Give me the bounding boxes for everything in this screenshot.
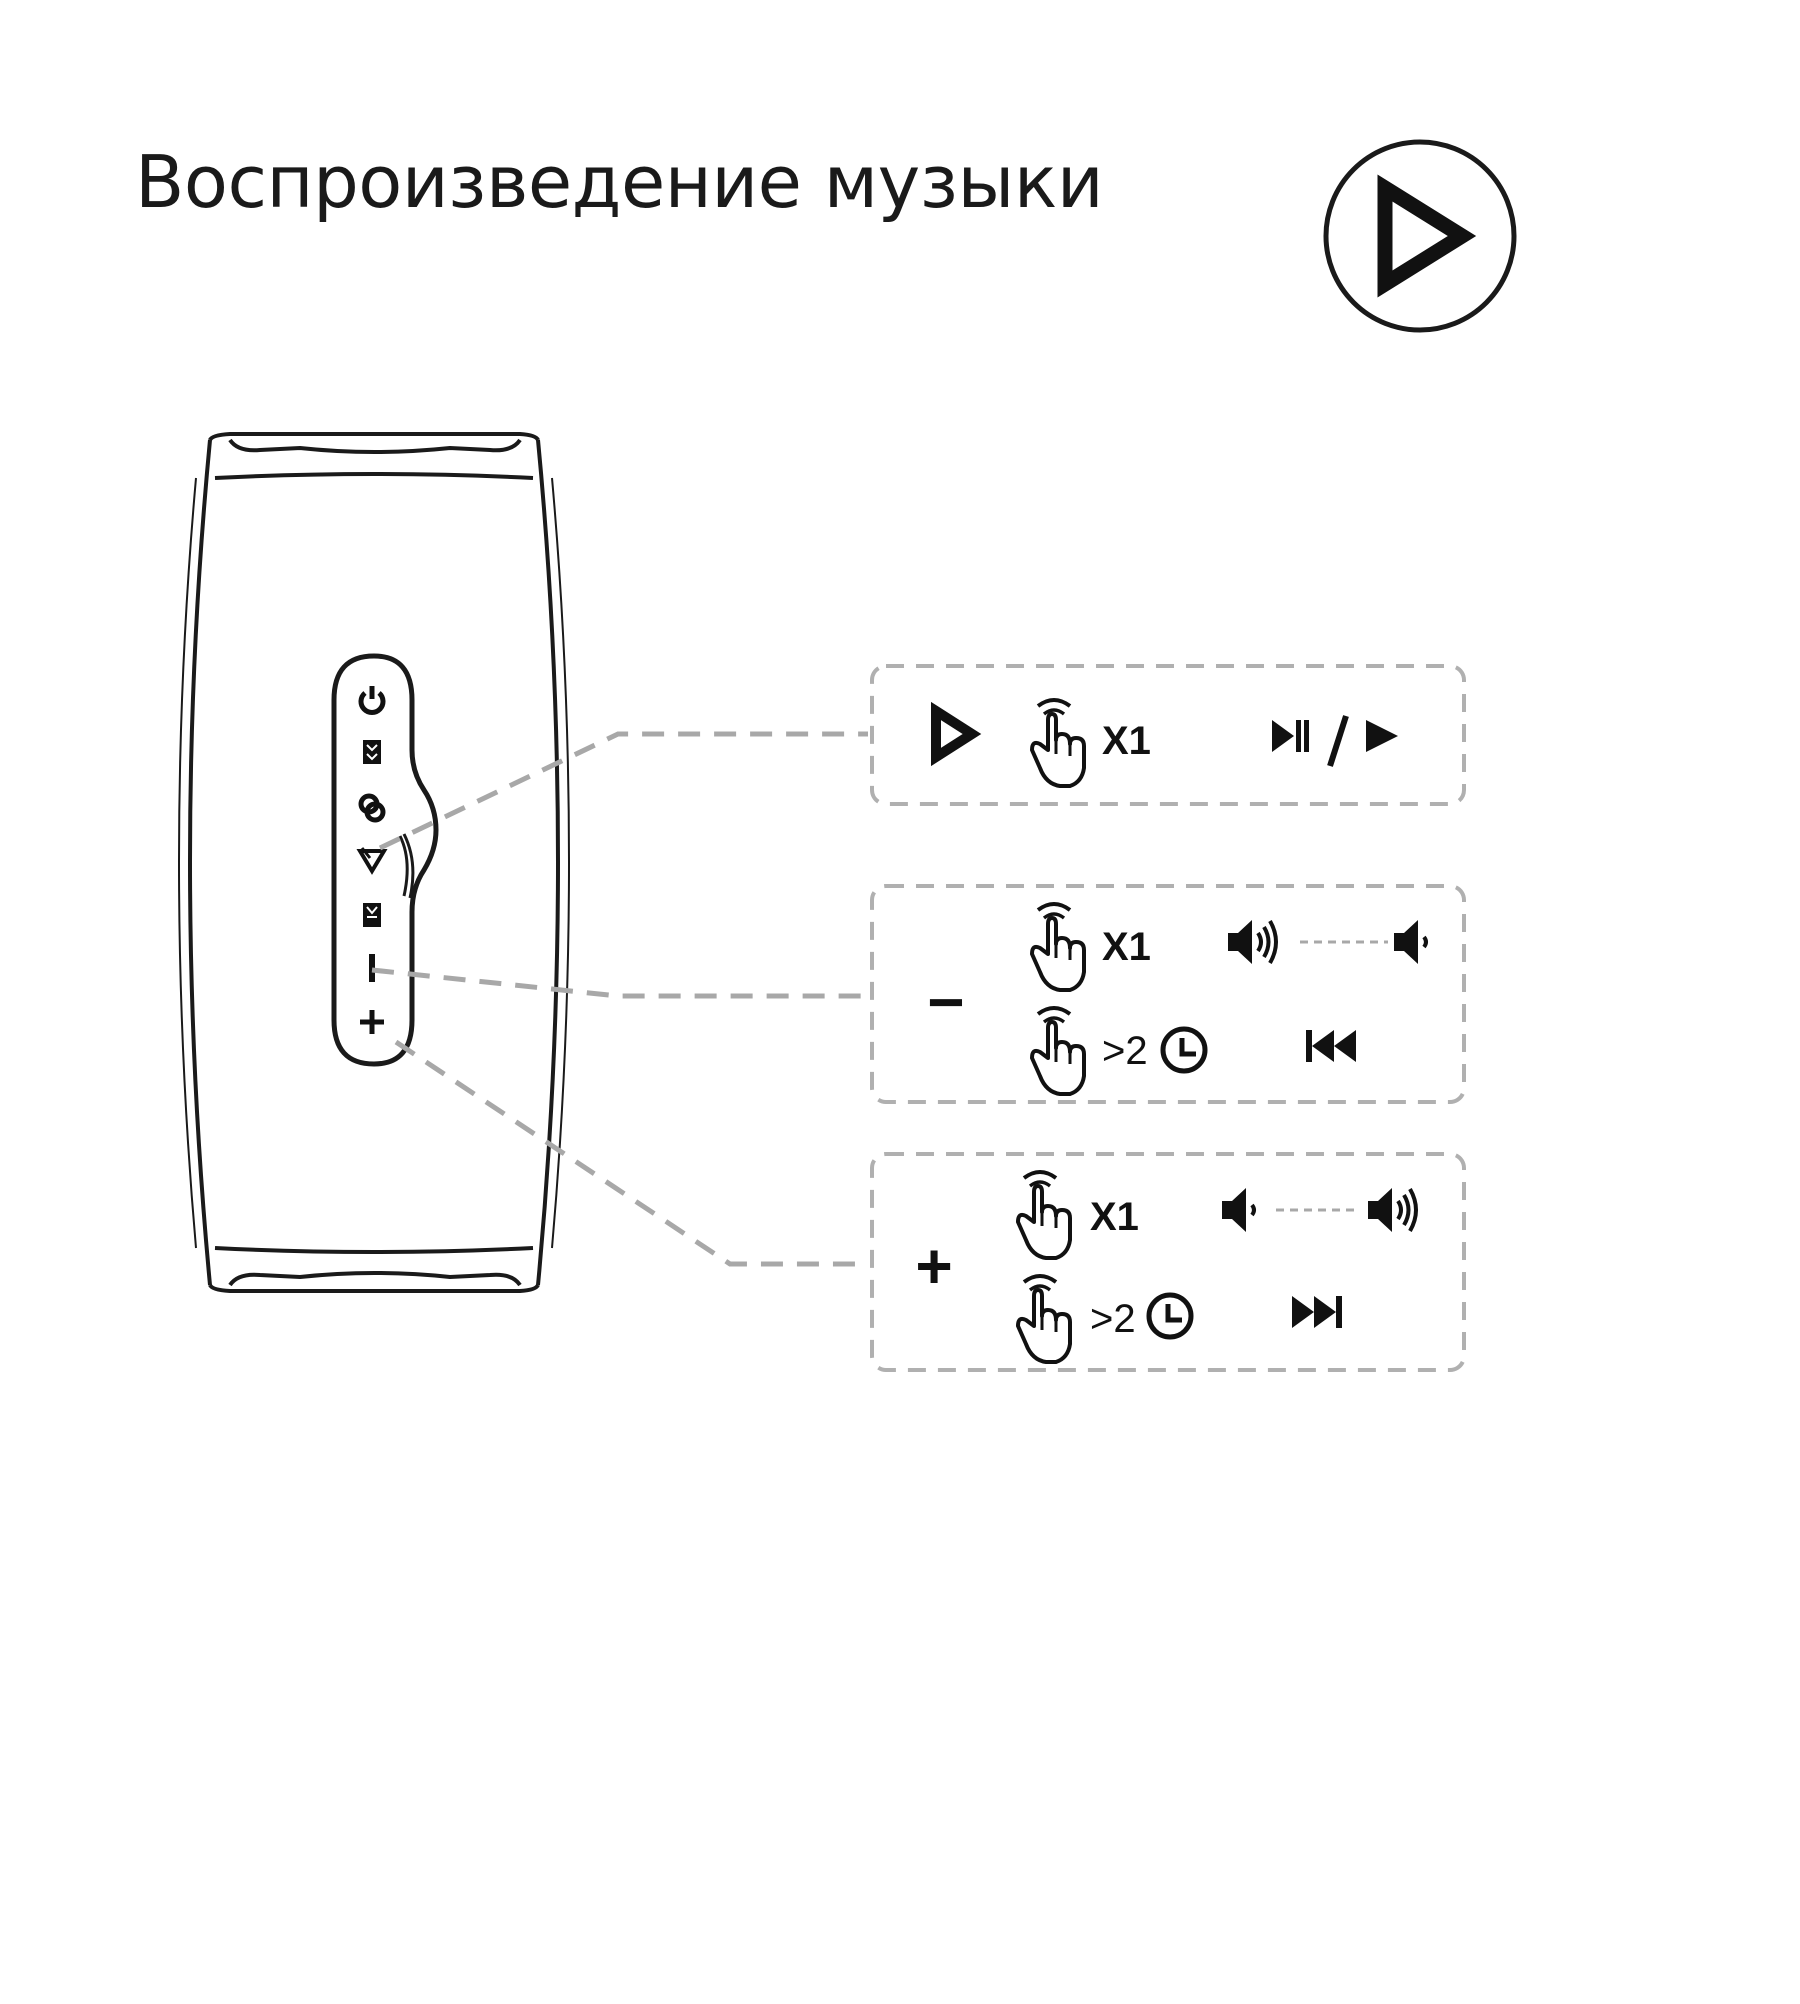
m-button[interactable] [363, 903, 381, 927]
volume-low-icon [1394, 920, 1426, 964]
next-track-icon [1292, 1296, 1342, 1328]
play-icon [936, 711, 972, 757]
svg-text:X1: X1 [1102, 719, 1151, 763]
control-panel [334, 656, 436, 1064]
svg-text:>2: >2 [1102, 1029, 1148, 1073]
clock-icon [1163, 1029, 1205, 1071]
svg-text:>2: >2 [1090, 1297, 1136, 1341]
callout-minus: − X1 >2 [872, 886, 1464, 1102]
play-pause-icon [1272, 720, 1309, 752]
svg-text:X1: X1 [1102, 925, 1151, 969]
plus-symbol: + [915, 1230, 952, 1302]
minus-symbol: − [927, 966, 964, 1038]
finger-tap-icon [1032, 700, 1084, 786]
svg-text:X1: X1 [1090, 1195, 1139, 1239]
callout-plus: + X1 >2 [872, 1154, 1464, 1370]
play-icon [1366, 720, 1398, 752]
volume-high-icon [1228, 920, 1276, 964]
callout-play: X1 [872, 666, 1464, 804]
previous-track-icon [1306, 1030, 1356, 1062]
mode-button[interactable] [363, 740, 381, 764]
